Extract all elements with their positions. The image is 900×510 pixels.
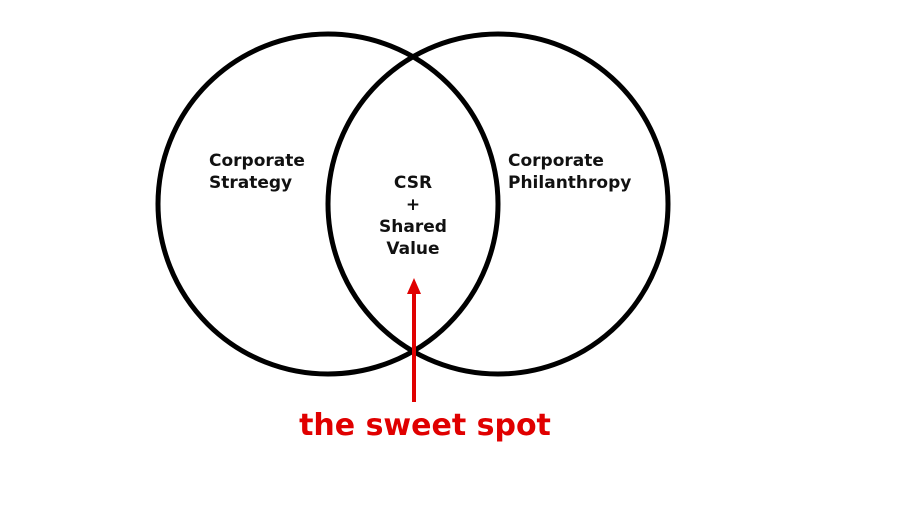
arrow-head [407, 278, 421, 294]
left-circle-label: Corporate Strategy [209, 150, 305, 194]
overlap-label-line4: Value [386, 239, 440, 259]
right-circle-label: Corporate Philanthropy [508, 150, 631, 194]
right-circle-label-line1: Corporate [508, 151, 604, 171]
right-circle [325, 31, 671, 377]
right-circle-label-line2: Philanthropy [508, 173, 632, 193]
sweet-spot-arrow [407, 278, 421, 402]
overlap-label-line2: + [405, 195, 421, 215]
overlap-label: CSR + Shared Value [358, 172, 468, 260]
sweet-spot-caption: the sweet spot [299, 408, 551, 443]
overlap-label-line1: CSR [393, 173, 433, 193]
left-circle-label-line2: Strategy [209, 173, 293, 193]
left-circle-label-line1: Corporate [209, 151, 305, 171]
left-circle [155, 31, 501, 377]
overlap-label-line3: Shared [379, 217, 447, 237]
